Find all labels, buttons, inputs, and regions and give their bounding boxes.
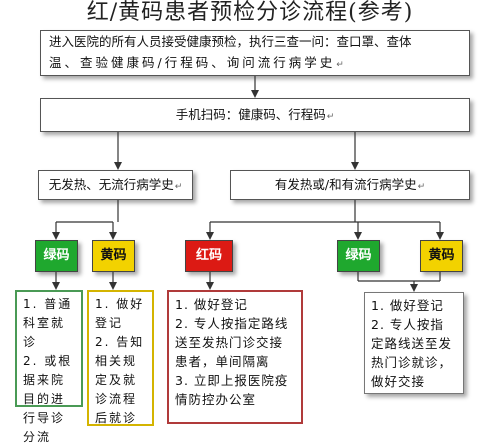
yellow-code-tag-left: 黄码 [92, 240, 135, 272]
entry-screening-box: 进入医院的所有人员接受健康预检，执行三查一问：查口罩、查体 温、查验健康码/行程… [40, 30, 470, 76]
red-code-tag-center: 红码 [185, 240, 233, 272]
page-title: 红/黄码患者预检分诊流程(参考) [86, 0, 414, 25]
return-mark-icon: ↵ [417, 182, 426, 192]
instruction-item: 3. 立即上报医院疫情防控办公室 [175, 373, 289, 407]
instruction-item: 2. 专人按指定路线送至发热门诊交接患者，单间隔离 [175, 316, 289, 369]
return-mark-icon: ↵ [174, 182, 183, 192]
yellow-left-instructions: 1. 做好登记 2. 告知相关规定及就诊流程后就诊 [87, 290, 154, 426]
return-mark-icon: ↵ [336, 60, 347, 70]
right-combined-instructions: 1. 做好登记 2. 专人按指定路线送至发热门诊就诊，做好交接 [364, 292, 464, 394]
instruction-item: 1. 普通科室就诊 [23, 297, 73, 349]
instruction-item: 2. 告知相关规定及就诊流程后就诊 [95, 335, 145, 425]
yellow-code-tag-right: 黄码 [420, 240, 463, 272]
fever-branch-box: 有发热或/和有流行病学史↵ [230, 170, 470, 200]
instruction-item: 1. 做好登记 [371, 298, 444, 313]
green-code-tag-right: 绿码 [337, 240, 380, 272]
instruction-item: 1. 做好登记 [175, 297, 248, 312]
green-code-tag-left: 绿码 [35, 240, 78, 272]
no-fever-branch-box: 无发热、无流行病学史↵ [38, 170, 193, 200]
instruction-item: 1. 做好登记 [95, 297, 145, 330]
return-mark-icon: ↵ [326, 112, 335, 122]
entry-screening-line-2: 温、查验健康码/行程码、询问流行病学史↵ [49, 55, 347, 70]
entry-screening-line-1: 进入医院的所有人员接受健康预检，执行三查一问：查口罩、查体 [49, 34, 412, 49]
red-center-instructions: 1. 做好登记 2. 专人按指定路线送至发热门诊交接患者，单间隔离 3. 立即上… [167, 290, 303, 424]
phone-scan-box: 手机扫码：健康码、行程码↵ [40, 98, 470, 132]
instruction-item: 2. 专人按指定路线送至发热门诊就诊，做好交接 [371, 317, 453, 389]
flow-connectors [52, 76, 444, 292]
